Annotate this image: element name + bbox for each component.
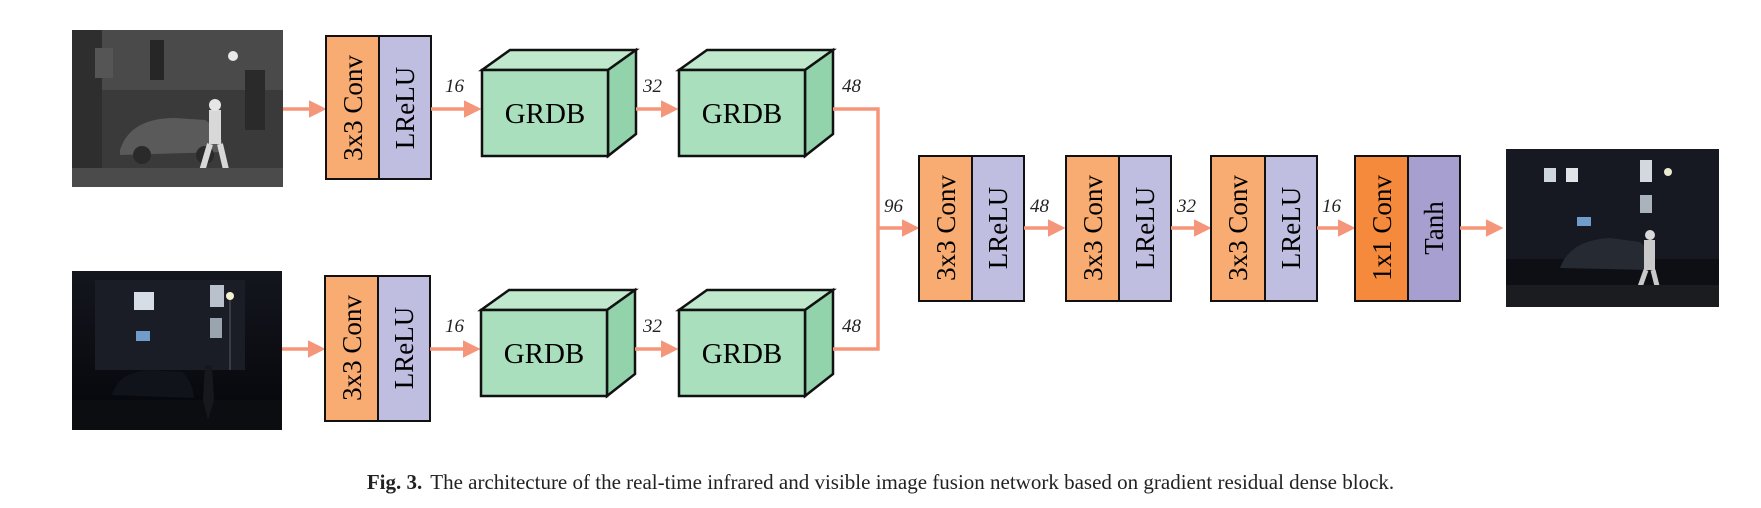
fusion-block-3: 3x3 Conv LReLU xyxy=(1210,155,1318,302)
fusion-block-1-conv-label: 3x3 Conv xyxy=(931,175,961,281)
fusion-channels-32: 32 xyxy=(1176,196,1197,217)
branch-1-grdb-2: GRDB xyxy=(675,47,837,159)
concat-line-bottom xyxy=(833,228,880,351)
fusion-block-final: 1x1 Conv Tanh xyxy=(1354,155,1461,302)
b2-channels-32: 32 xyxy=(642,316,663,337)
branch-2-grdb-1-label: GRDB xyxy=(504,338,585,370)
fusion-network-diagram: 3x3 Conv LReLU 16 GRDB 32 GRDB 48 3x3 Co… xyxy=(72,30,1719,430)
branch-1-grdb-1-label: GRDB xyxy=(505,98,586,130)
figure-caption-text: The architecture of the real-time infrar… xyxy=(430,470,1395,494)
branch-1-conv-label: 3x3 Conv xyxy=(338,55,368,161)
fusion-channels-16: 16 xyxy=(1322,196,1342,217)
concat-channels-96: 96 xyxy=(884,196,904,217)
fusion-channels-48: 48 xyxy=(1030,196,1050,217)
b1-channels-16: 16 xyxy=(445,76,465,97)
fusion-block-2: 3x3 Conv LReLU xyxy=(1065,155,1172,302)
branch-2-conv-label: 3x3 Conv xyxy=(337,295,367,401)
fusion-block-2-conv-label: 3x3 Conv xyxy=(1078,175,1108,281)
branch-1-grdb-1: GRDB xyxy=(478,47,640,159)
fusion-block-3-act-label: LReLU xyxy=(1276,187,1306,269)
infrared-input-image xyxy=(72,30,283,187)
branch-2-act-label: LReLU xyxy=(389,307,419,389)
fusion-block-1: 3x3 Conv LReLU xyxy=(918,155,1025,302)
branch-2-conv-block: 3x3 Conv LReLU xyxy=(324,275,431,422)
final-act-label: Tanh xyxy=(1419,201,1449,255)
fusion-block-3-conv-label: 3x3 Conv xyxy=(1223,175,1253,281)
final-conv-label: 1x1 Conv xyxy=(1367,175,1397,281)
b1-channels-32: 32 xyxy=(642,76,663,97)
fusion-block-2-act-label: LReLU xyxy=(1130,187,1160,269)
branch-1-conv-block: 3x3 Conv LReLU xyxy=(325,35,432,180)
visible-input-image xyxy=(72,271,282,430)
fusion-block-1-act-label: LReLU xyxy=(983,187,1013,269)
branch-1-grdb-2-label: GRDB xyxy=(702,98,783,130)
fused-output-image xyxy=(1506,149,1719,307)
concat-line-top xyxy=(833,107,880,228)
b2-channels-48: 48 xyxy=(842,316,862,337)
figure-caption: Fig. 3. The architecture of the real-time… xyxy=(0,470,1761,495)
b2-channels-16: 16 xyxy=(445,316,465,337)
figure-label: Fig. 3. xyxy=(366,470,423,494)
branch-2-grdb-2-label: GRDB xyxy=(702,338,783,370)
b1-channels-48: 48 xyxy=(842,76,862,97)
branch-2-grdb-2: GRDB xyxy=(675,287,837,399)
branch-1-act-label: LReLU xyxy=(390,67,420,149)
branch-2-grdb-1: GRDB xyxy=(477,287,639,399)
